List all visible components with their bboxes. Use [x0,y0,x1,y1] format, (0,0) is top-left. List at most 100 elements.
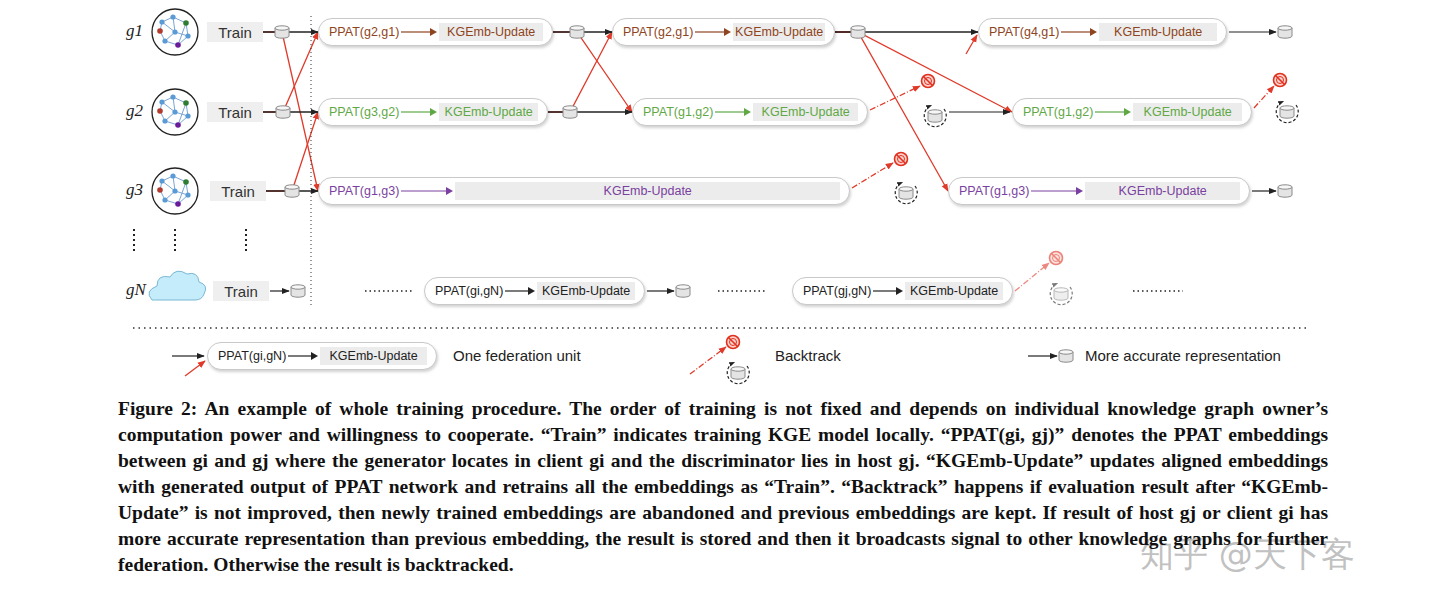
legend-backtrack-loop [727,363,749,384]
node-text: KGEmb-Update [1099,23,1217,41]
row-label: gN [126,280,146,300]
connector [553,31,612,32]
inner-arrow-line [401,111,431,112]
inner-arrow-line [695,31,725,32]
inner-arrow-line [1095,111,1125,112]
row-label: g2 [126,101,143,121]
separator-line [133,327,1310,329]
inner-arrow-head [724,28,731,36]
inner-arrow-head [311,352,318,360]
cloud-icon [149,271,206,300]
flow-arrow [1252,190,1276,191]
inner-arrow [401,27,437,37]
train-box: Train [207,102,263,122]
backtrack-cylinder [1054,288,1068,300]
train-box: Train [210,181,266,201]
figure-caption: Figure 2: An example of whole training p… [118,396,1328,578]
ellipsis-dots [365,290,413,292]
ellipsis-dots [718,290,767,292]
federation-unit: PPAT(g1,g3)KGEmb-Update [318,177,850,205]
federation-unit: PPAT(g1,g3)KGEmb-Update [948,177,1250,205]
flow-arrow [949,111,1010,112]
federation-unit: PPAT(gi,gN)KGEmb-Update [424,277,645,305]
inner-arrow [695,27,731,37]
backtrack-arrow [1254,86,1274,108]
inner-arrow-head [1076,187,1083,195]
node-text: Train [218,104,252,121]
connector [548,32,612,112]
embedding-cylinder [676,285,690,297]
legend-entry: One federation unit [453,347,581,364]
embedding-cylinder [291,285,305,297]
node-text: PPAT(g1,g3) [329,184,399,198]
inner-arrow-head [744,108,751,116]
inner-arrow [505,286,535,296]
inner-arrow-line [288,355,312,356]
inner-arrow-line [401,31,431,32]
embedding-cylinder [851,26,865,38]
inner-arrow-line [715,111,745,112]
node-text: PPAT(g1,g2) [643,105,713,119]
connector [263,32,318,112]
row-label: g1 [126,21,143,41]
node-text: KGEmb-Update [537,282,635,300]
connector [263,32,318,191]
backtrack-loop [1276,102,1298,123]
legend-entry: More accurate representation [1085,347,1281,364]
node-text: KGEmb-Update [733,23,825,41]
ellipsis-dots [1133,290,1183,292]
inner-arrow-line [1061,31,1091,32]
backtrack-cylinder [928,110,942,122]
inner-arrow-head [1124,108,1131,116]
federation-unit: PPAT(g1,g2)KGEmb-Update [1012,98,1252,126]
faded-backtrack [1050,252,1073,305]
graph-icon [152,9,198,55]
flow-arrow [647,290,674,291]
node-text: Train [224,283,258,300]
backtrack-loop [1050,284,1072,305]
embedding-cylinder [275,26,289,38]
inner-arrow [401,107,437,117]
legend-text: More accurate representation [1085,347,1281,364]
backtrack-cylinder [899,187,913,199]
node-text: PPAT(g1,g3) [959,184,1029,198]
legend-cylinder [1059,350,1073,362]
graph-icon [152,168,198,214]
incoming-arrow [966,35,977,54]
train-box: Train [213,281,269,301]
inner-arrow-head [446,187,453,195]
node-text: PPAT(gj,gN) [803,284,871,298]
backtrack-arrow [1015,263,1049,291]
embedding-cylinder [570,26,584,38]
inner-arrow-line [505,290,529,291]
legend-unit-sample: PPAT(gi,gN)KGEmb-Update [207,342,437,370]
backtrack-sign [895,153,908,166]
inner-arrow-head [1090,28,1097,36]
inner-arrow [401,186,453,196]
inner-arrow [873,286,903,296]
embedding-cylinder [285,185,299,197]
ellipsis-dots [133,229,135,252]
inner-arrow [288,351,318,361]
legend-backtrack-arrow [690,347,726,374]
connector [263,111,318,112]
embedding-cylinder [563,106,577,118]
connector [263,31,318,32]
legend-text: Backtrack [775,347,841,364]
node-text: PPAT(g1,g2) [1023,105,1093,119]
legend-arrow [1028,355,1057,356]
federation-unit: PPAT(g1,g2)KGEmb-Update [632,98,868,126]
federation-unit: PPAT(gj,gN)KGEmb-Update [792,277,1013,305]
legend-sample-text: PPAT(gi,gN) [218,349,286,363]
inner-arrow-line [873,290,897,291]
backtrack-sign [1274,74,1287,87]
inner-arrow [1095,107,1131,117]
federation-unit: PPAT(g4,g1)KGEmb-Update [978,18,1227,46]
node-text: PPAT(g2,g1) [329,25,399,39]
backtrack-arrow [852,163,893,188]
legend-backtrack-cylinder [731,367,745,379]
inner-arrow-head [896,287,903,295]
embedding-cylinder [1278,26,1292,38]
flow-arrow [270,290,289,291]
